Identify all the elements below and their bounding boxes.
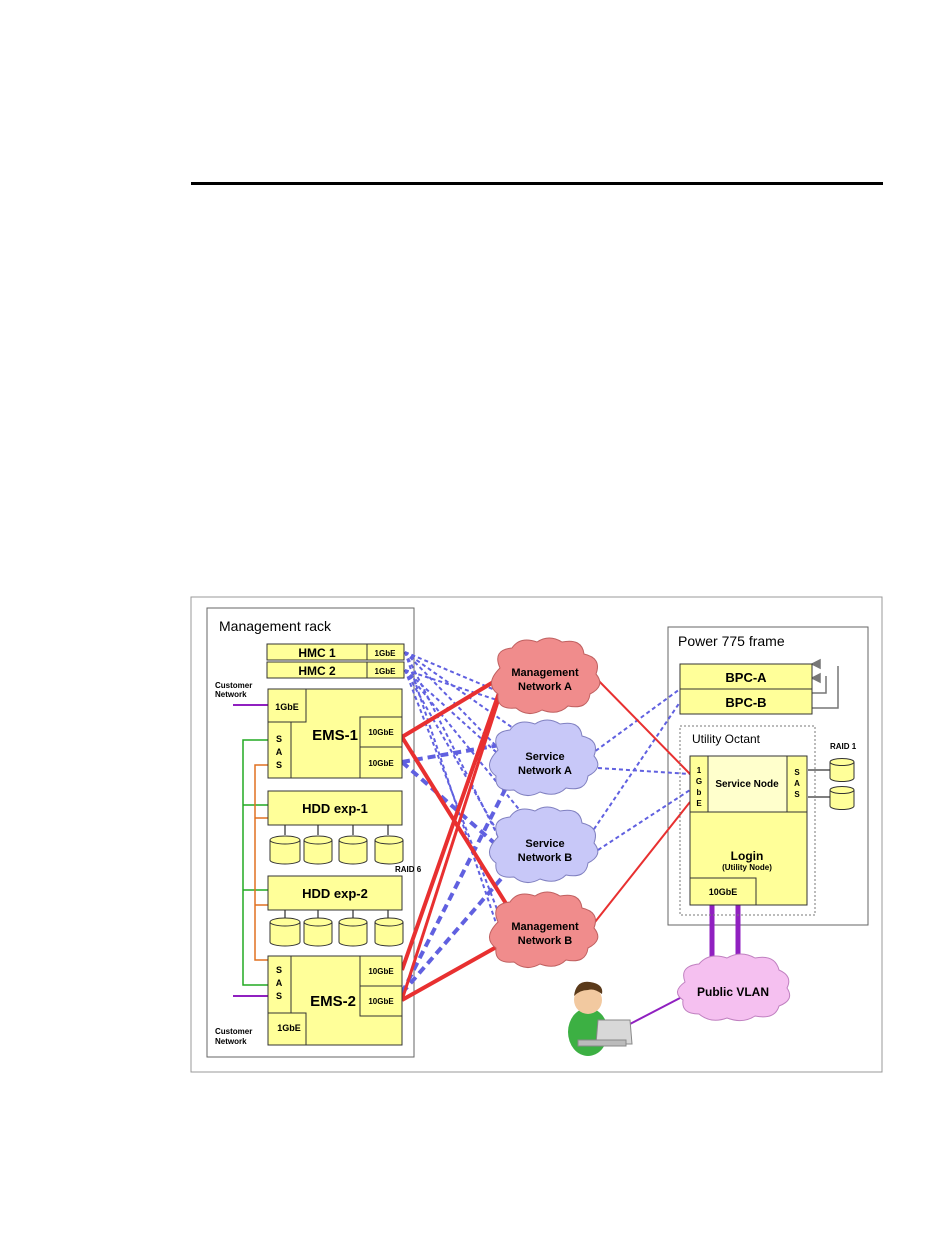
raid1-label: RAID 1 (830, 742, 857, 751)
power-frame-title: Power 775 frame (678, 633, 785, 649)
sn-gbe-g: G (696, 777, 702, 786)
cloud-management-a-line2: Network A (518, 681, 572, 693)
cloud-service-b[interactable]: Service Network B (489, 806, 599, 883)
sn-sas-a: A (794, 779, 800, 788)
cloud-service-b-line2: Network B (518, 852, 572, 864)
login-label: Login (731, 849, 764, 863)
ems2-label: EMS-2 (310, 993, 356, 1010)
raid6-disks-2 (269, 917, 404, 947)
raid6-disks (269, 835, 404, 865)
cloud-management-a[interactable]: Management Network A (491, 637, 601, 714)
hdd-exp-2[interactable]: HDD exp-2 (267, 875, 403, 911)
sas-links (242, 739, 830, 986)
ems2-10gbe-a: 10GbE (368, 967, 394, 976)
cloud-service-a-line1: Service (525, 751, 564, 763)
ems1-sas-a: A (276, 747, 283, 757)
hmc1[interactable]: HMC 1 1GbE (266, 643, 405, 661)
ems2-sas-s1: S (276, 965, 282, 975)
ems1-label: EMS-1 (312, 727, 358, 744)
ems2-1gbe-label: 1GbE (277, 1023, 301, 1033)
ems1-sas-s1: S (276, 734, 282, 744)
ems1-1gbe-label: 1GbE (275, 702, 299, 712)
hmc1-port-label: 1GbE (375, 649, 397, 658)
cloud-public-vlan-label: Public VLAN (697, 985, 769, 999)
cloud-management-b-line1: Management (511, 921, 579, 933)
hmc2[interactable]: HMC 2 1GbE (266, 661, 405, 679)
sn-gbe-e: E (696, 799, 702, 808)
service-node[interactable]: 1 G b E Service Node S A S Login (Utilit… (689, 755, 808, 906)
sn-sas-s1: S (794, 768, 800, 777)
sn-gbe-b: b (697, 788, 702, 797)
sn-gbe-1: 1 (697, 766, 702, 775)
ems1-10gbe-b: 10GbE (368, 759, 394, 768)
hdd-exp-1[interactable]: HDD exp-1 (267, 790, 403, 826)
ems2-sas-a: A (276, 978, 283, 988)
cloud-public-vlan[interactable]: Public VLAN (677, 953, 791, 1022)
hmc2-label: HMC 2 (298, 664, 336, 678)
utility-node-label: (Utility Node) (722, 863, 772, 872)
bpc-b-label: BPC-B (725, 695, 766, 710)
ems1-10gbe-a: 10GbE (368, 728, 394, 737)
management-links (400, 676, 691, 1002)
utility-octant-label: Utility Octant (692, 732, 761, 746)
bpc-loop-arrows (810, 658, 839, 709)
cloud-management-a-line1: Management (511, 667, 579, 679)
ems2-sas-s2: S (276, 991, 282, 1001)
customer-network-2-line2: Network (215, 1037, 247, 1046)
sn-sas-s2: S (794, 790, 800, 799)
bpc-b[interactable]: BPC-B (679, 688, 813, 715)
login-10gbe-label: 10GbE (709, 887, 738, 897)
cloud-management-b-line2: Network B (518, 935, 572, 947)
customer-network-1-line1: Customer (215, 681, 252, 690)
utility-octant (679, 725, 816, 916)
hmc2-port-label: 1GbE (375, 667, 397, 676)
ems2-10gbe-b: 10GbE (368, 997, 394, 1006)
header-rule (191, 182, 883, 185)
service-node-label: Service Node (715, 779, 779, 790)
customer-network-2-line1: Customer (215, 1027, 252, 1036)
ems1-sas-s2: S (276, 760, 282, 770)
hdd2-label: HDD exp-2 (302, 886, 368, 901)
hdd1-label: HDD exp-1 (302, 801, 368, 816)
bpc-a-label: BPC-A (725, 670, 767, 685)
management-rack-title: Management rack (219, 618, 332, 634)
bpc-a[interactable]: BPC-A (679, 663, 813, 690)
ems2[interactable]: S A S EMS-2 10GbE 10GbE 1GbE (267, 955, 403, 1046)
hmc1-label: HMC 1 (298, 646, 336, 660)
ems1[interactable]: 1GbE S A S EMS-1 10GbE 10GbE (267, 688, 403, 779)
raid6-label: RAID 6 (395, 865, 422, 874)
raid1-disks (829, 758, 855, 810)
cloud-service-a-line2: Network A (518, 765, 572, 777)
cloud-service-a[interactable]: Service Network A (489, 719, 599, 796)
user-icon (568, 981, 633, 1056)
customer-network-1-line2: Network (215, 690, 247, 699)
cloud-service-b-line1: Service (525, 838, 564, 850)
cloud-management-b[interactable]: Management Network B (489, 891, 599, 968)
